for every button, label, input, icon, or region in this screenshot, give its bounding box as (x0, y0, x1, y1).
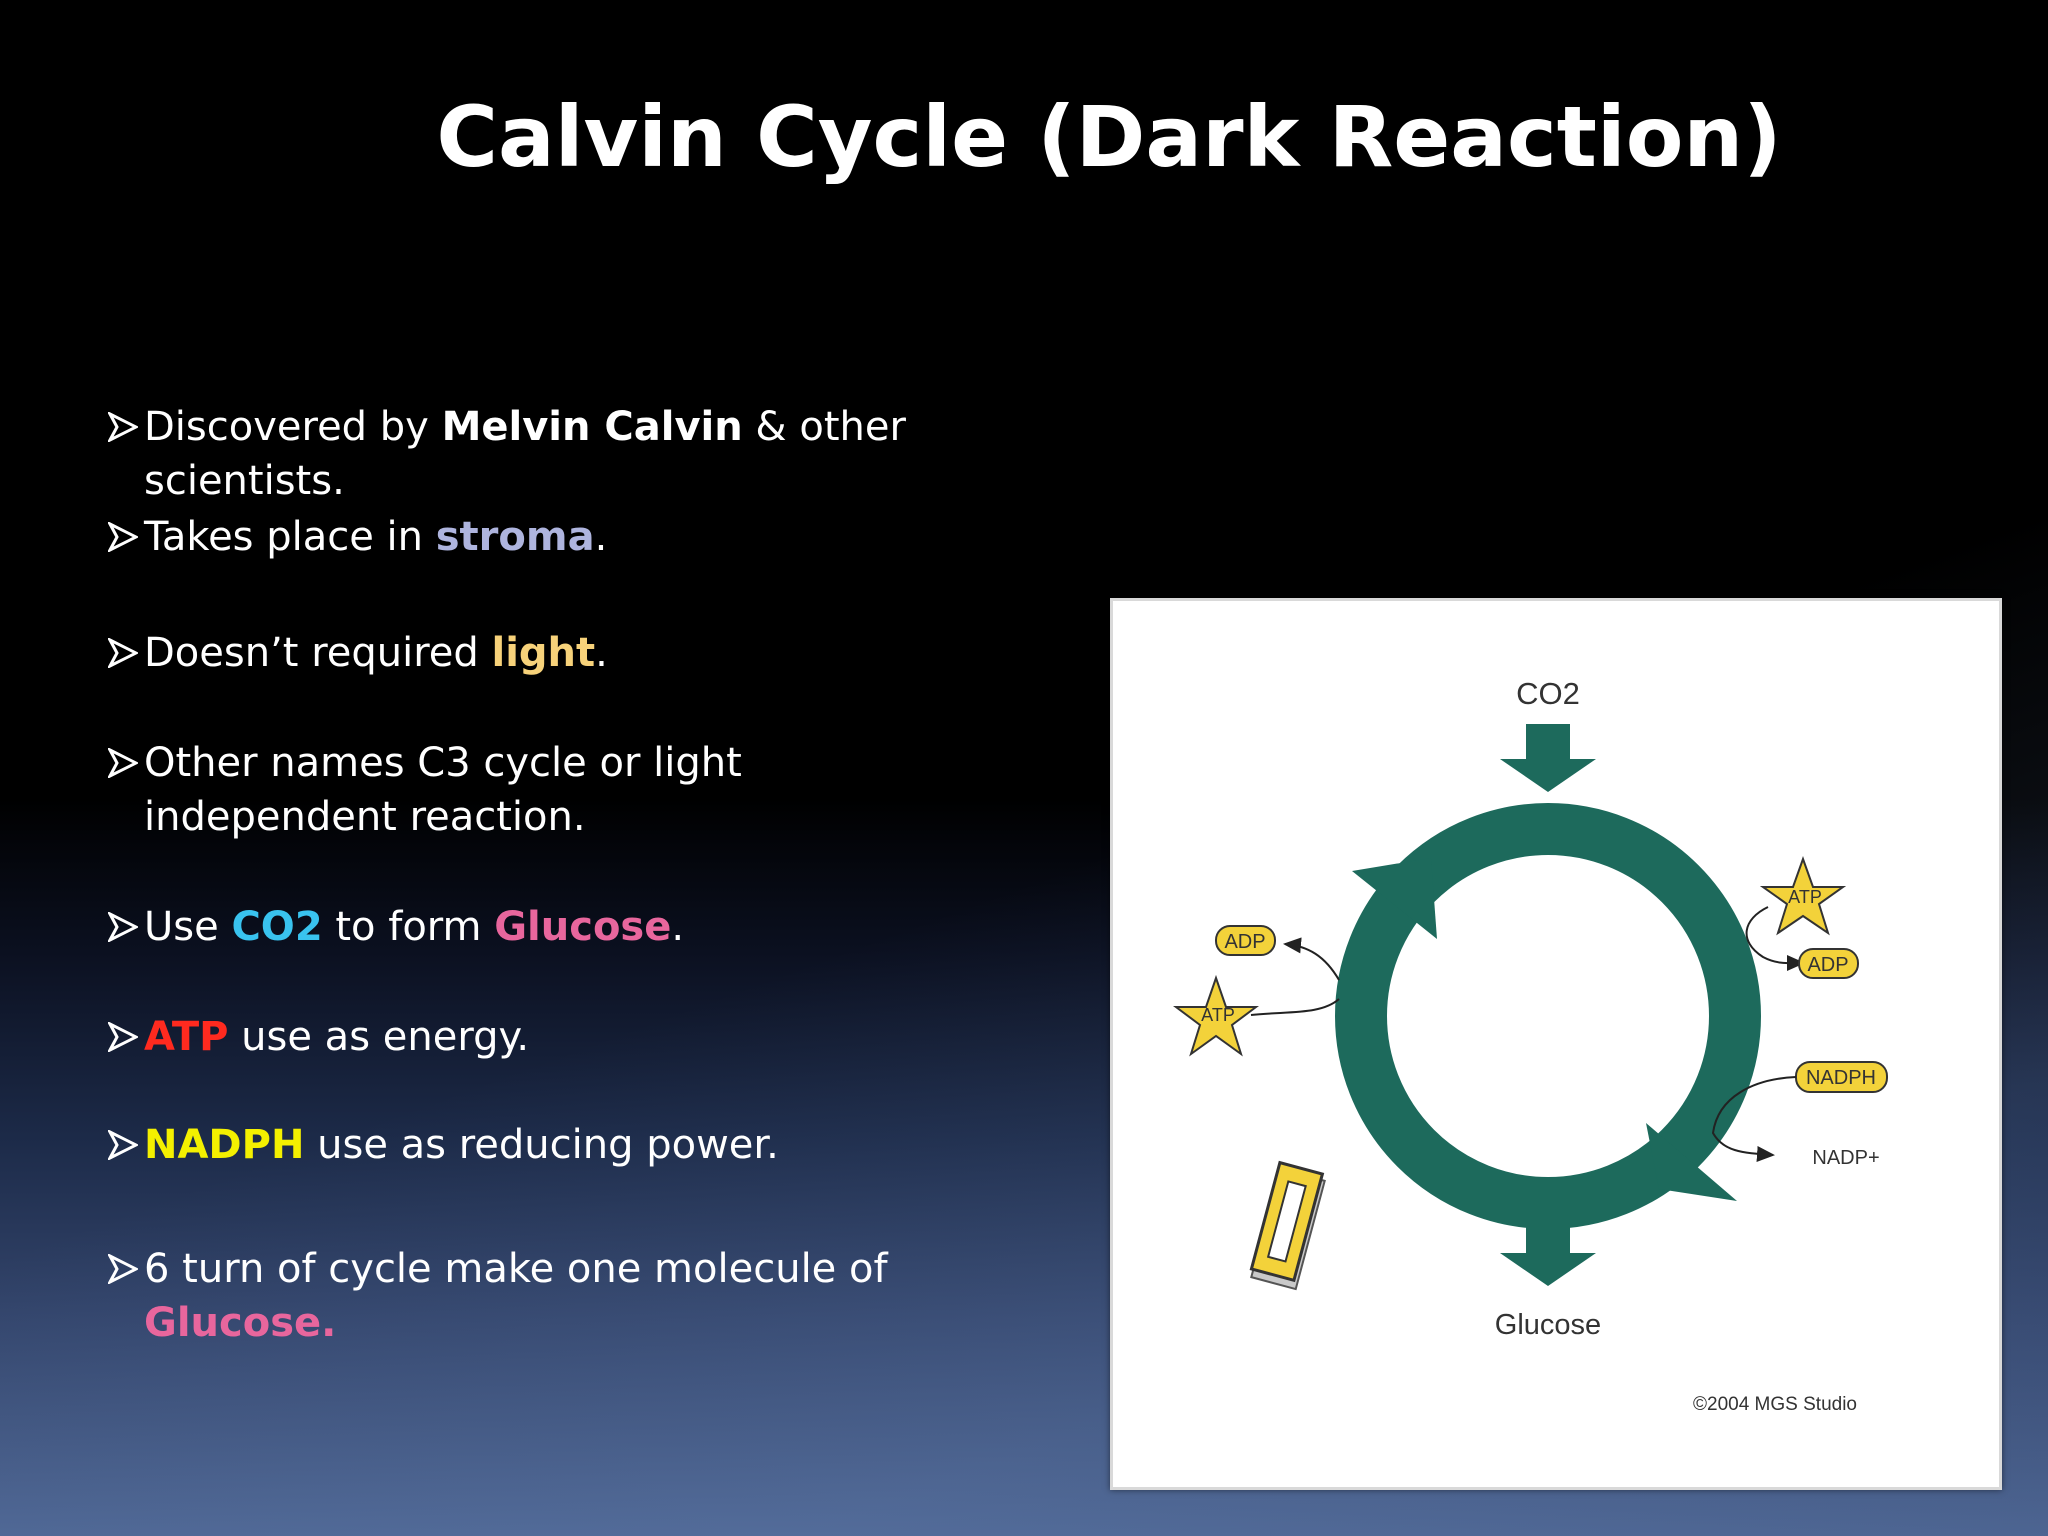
bullet-text: ATP use as energy. (144, 1010, 529, 1064)
bullet-highlight: light (491, 630, 596, 676)
bullet-text: Takes place in stroma. (144, 510, 607, 564)
bullet-arrow-icon (108, 900, 144, 942)
co2-arrow (1500, 724, 1596, 792)
nadph-connector (1711, 1076, 1797, 1162)
adp-right-label: ADP (1807, 954, 1848, 976)
atp-left-star (1173, 974, 1259, 1057)
bullet-text-run: . (671, 904, 685, 950)
bullet-text: Use CO2 to form Glucose. (144, 900, 684, 954)
bullet-arrow-icon (108, 510, 144, 552)
bullet-text: NADPH use as reducing power. (144, 1118, 779, 1172)
bullet-text-run: use as energy. (228, 1014, 530, 1060)
bullet-highlight: NADPH (144, 1122, 305, 1168)
bullet-arrow-icon (108, 736, 144, 778)
bullet-text-run: Use (144, 904, 232, 950)
bullet-text-run: . (595, 630, 608, 676)
sugar-packet-icon (1249, 1160, 1326, 1291)
co2-label: CO2 (1516, 676, 1580, 711)
bullet-arrow-icon (108, 1118, 144, 1160)
bullet-arrow-icon (108, 1242, 144, 1284)
atp-right-star (1759, 856, 1847, 936)
cycle-ring (1335, 803, 1761, 1229)
bullet-highlight: Melvin Calvin (441, 404, 743, 450)
bullet-text-run: . (594, 514, 608, 560)
bullet-item: Takes place in stroma. (108, 510, 607, 564)
cycle-arrowhead-top-left (1352, 858, 1437, 939)
bullet-text: Doesn’t required light. (144, 626, 608, 680)
slide-title: Calvin Cycle (Dark Reaction) (436, 88, 1782, 186)
bullet-highlight: CO2 (231, 904, 323, 950)
calvin-cycle-figure: CO2 Glucose ADP ATP ATP ADP NADPH NADP+ (1110, 598, 2002, 1490)
bullet-text-run: use as reducing power. (304, 1122, 779, 1168)
adp-left-label: ADP (1224, 931, 1265, 953)
glucose-arrow (1500, 1219, 1596, 1286)
atp-left-label: ATP (1201, 1005, 1235, 1025)
bullet-item: 6 turn of cycle make one molecule of Glu… (108, 1242, 1088, 1350)
bullet-highlight: Glucose. (144, 1300, 337, 1346)
copyright-label: ©2004 MGS Studio (1693, 1394, 1857, 1415)
bullet-arrow-icon (108, 1010, 144, 1052)
nadph-label: NADPH (1806, 1067, 1876, 1089)
atp-left-connector (1250, 998, 1340, 1016)
bullet-text-run: Discovered by (144, 404, 442, 450)
atp-right-connector (1745, 906, 1805, 972)
calvin-cycle-diagram: CO2 Glucose ADP ATP ATP ADP NADPH NADP+ (1173, 676, 1888, 1415)
bullet-text-run: Doesn’t required (144, 630, 492, 676)
nadp-plus-label: NADP+ (1812, 1147, 1879, 1169)
bullet-item: ATP use as energy. (108, 1010, 529, 1064)
bullet-highlight: Glucose (494, 904, 672, 950)
adp-left-connector (1283, 937, 1340, 981)
bullet-text-run: 6 turn of cycle make one molecule of (144, 1246, 888, 1292)
bullet-item: Use CO2 to form Glucose. (108, 900, 684, 954)
bullet-highlight: ATP (144, 1014, 229, 1060)
bullet-arrow-icon (108, 626, 144, 668)
bullet-item: Other names C3 cycle or light independen… (108, 736, 1004, 844)
bullet-arrow-icon (108, 400, 144, 442)
bullet-text-run: to form (322, 904, 495, 950)
bullet-text: 6 turn of cycle make one molecule of Glu… (144, 1242, 1088, 1350)
bullet-text: Discovered by Melvin Calvin & other scie… (144, 400, 1088, 508)
bullet-text-run: & other scientists. (144, 404, 906, 504)
bullet-item: Doesn’t required light. (108, 626, 608, 680)
bullet-item: Discovered by Melvin Calvin & other scie… (108, 400, 1088, 508)
bullet-highlight: stroma (435, 514, 595, 560)
bullet-text-run: Takes place in (144, 514, 436, 560)
cycle-arrowhead-bottom-right (1646, 1123, 1737, 1201)
adp-left-pill (1215, 925, 1276, 956)
glucose-label: Glucose (1495, 1309, 1601, 1341)
bullet-item: NADPH use as reducing power. (108, 1118, 779, 1172)
atp-right-label: ATP (1788, 887, 1822, 907)
bullet-text-run: Other names C3 cycle or light independen… (144, 740, 742, 840)
bullet-text: Other names C3 cycle or light independen… (144, 736, 1004, 844)
adp-right-pill (1798, 948, 1859, 979)
